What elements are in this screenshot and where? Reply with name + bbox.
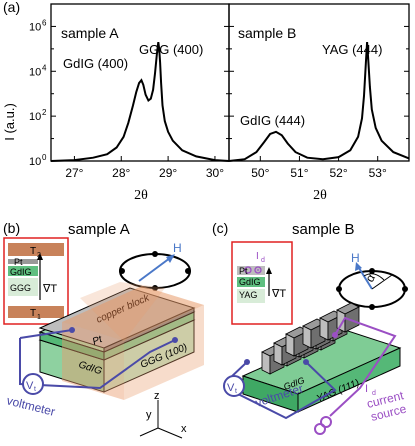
sample-a-stack: copper block Pt GdIG GGG (100) [38, 282, 204, 400]
field-rotation-c: H α [336, 251, 408, 310]
inset-c-grad: ∇T [271, 288, 286, 300]
x-ticks-left: 27° 28° 29° 30° [65, 156, 224, 180]
y-tick-exponent: 6 [42, 18, 47, 27]
inset-b-pt: Pt [14, 257, 23, 267]
y-tick-label: 10 [29, 156, 41, 168]
gdig-pt-tiles [261, 302, 360, 375]
inset-b-ggg: GGG [10, 283, 31, 293]
voltmeter-label-b: voltmeter [5, 393, 56, 419]
inset-b-t2: T [30, 246, 36, 257]
axis-y-label: y [146, 409, 152, 421]
x-axis-label-left: 2θ [134, 188, 148, 203]
panel-c-title: sample B [292, 221, 355, 238]
field-h-label-b: H [173, 241, 182, 255]
inset-b-t2-sub: 2 [37, 252, 41, 259]
y-tick-exponent: 2 [42, 108, 47, 117]
plot-b-title: sample B [238, 25, 296, 41]
sample-b-stack: GdIG YAG (111) [241, 302, 402, 413]
peak-gdig-444-label: GdIG (444) [240, 113, 305, 128]
field-rotation-b: H [119, 241, 191, 291]
peak-yag-444-label: YAG (444) [322, 42, 382, 57]
curve-sample-b [228, 42, 410, 162]
voltmeter-v-sub-c: t [235, 388, 237, 395]
panel-b-label: (b) [3, 220, 20, 236]
y-tick-exponent: 4 [42, 63, 47, 72]
inset-b-t1-sub: 1 [37, 314, 41, 321]
y-tick-label: 10 [29, 111, 41, 123]
inset-b-t1: T [30, 308, 36, 319]
inset-b-gdig: GdIG [10, 267, 32, 277]
panel-b-title: sample A [68, 221, 130, 238]
inset-c-yag: YAG [239, 290, 257, 300]
current-id-sub: d [372, 390, 376, 397]
y-tick-label: 10 [29, 66, 41, 78]
x-tick-label: 51° [290, 166, 308, 180]
x-tick-label: 53° [369, 166, 387, 180]
x-tick-label: 52° [329, 166, 347, 180]
inset-c: I d Pt GdIG YAG ∇T [231, 241, 293, 325]
voltmeter-v-sub-b: t [34, 386, 36, 393]
y-tick-label: 10 [29, 21, 41, 33]
x-tick-label: 27° [65, 166, 83, 180]
panel-a-label: (a) [3, 0, 20, 15]
x-ticks-right: 50° 51° 52° 53° [251, 156, 387, 180]
x-tick-label: 50° [251, 166, 269, 180]
tile [336, 302, 360, 333]
inset-c-id-sub: d [261, 257, 265, 264]
current-id-label: I [365, 383, 368, 395]
inset-b-grad: ∇T [42, 283, 57, 295]
x-tick-label: 30° [206, 166, 224, 180]
voltmeter-v-c: V [227, 382, 235, 394]
x-tick-label: 28° [112, 166, 130, 180]
inset-b: T 2 Pt GdIG GGG ∇T T 1 [3, 237, 69, 325]
plot-a-title: sample A [61, 25, 119, 41]
curve-sample-a [50, 41, 230, 162]
peak-gdig-400-label: GdIG (400) [63, 56, 128, 71]
voltmeter-v-b: V [26, 380, 34, 392]
field-h-label-c: H [351, 251, 360, 265]
coordinate-axes [139, 400, 183, 439]
x-tick-label: 29° [159, 166, 177, 180]
y-axis-label: I (a.u.) [2, 103, 17, 141]
inset-c-gdig: GdIG [239, 277, 261, 287]
y-tick-exponent: 0 [42, 153, 47, 162]
panel-c-label: (c) [212, 220, 228, 236]
inset-c-id: I [256, 251, 259, 262]
right-plot-frame [228, 3, 410, 162]
x-axis-label-right: 2θ [313, 188, 327, 203]
axis-z-label: z [154, 390, 160, 402]
inset-c-pt: Pt [239, 266, 248, 276]
axis-x-label: x [181, 423, 187, 435]
peak-ggg-400-label: GGG (400) [139, 42, 203, 57]
